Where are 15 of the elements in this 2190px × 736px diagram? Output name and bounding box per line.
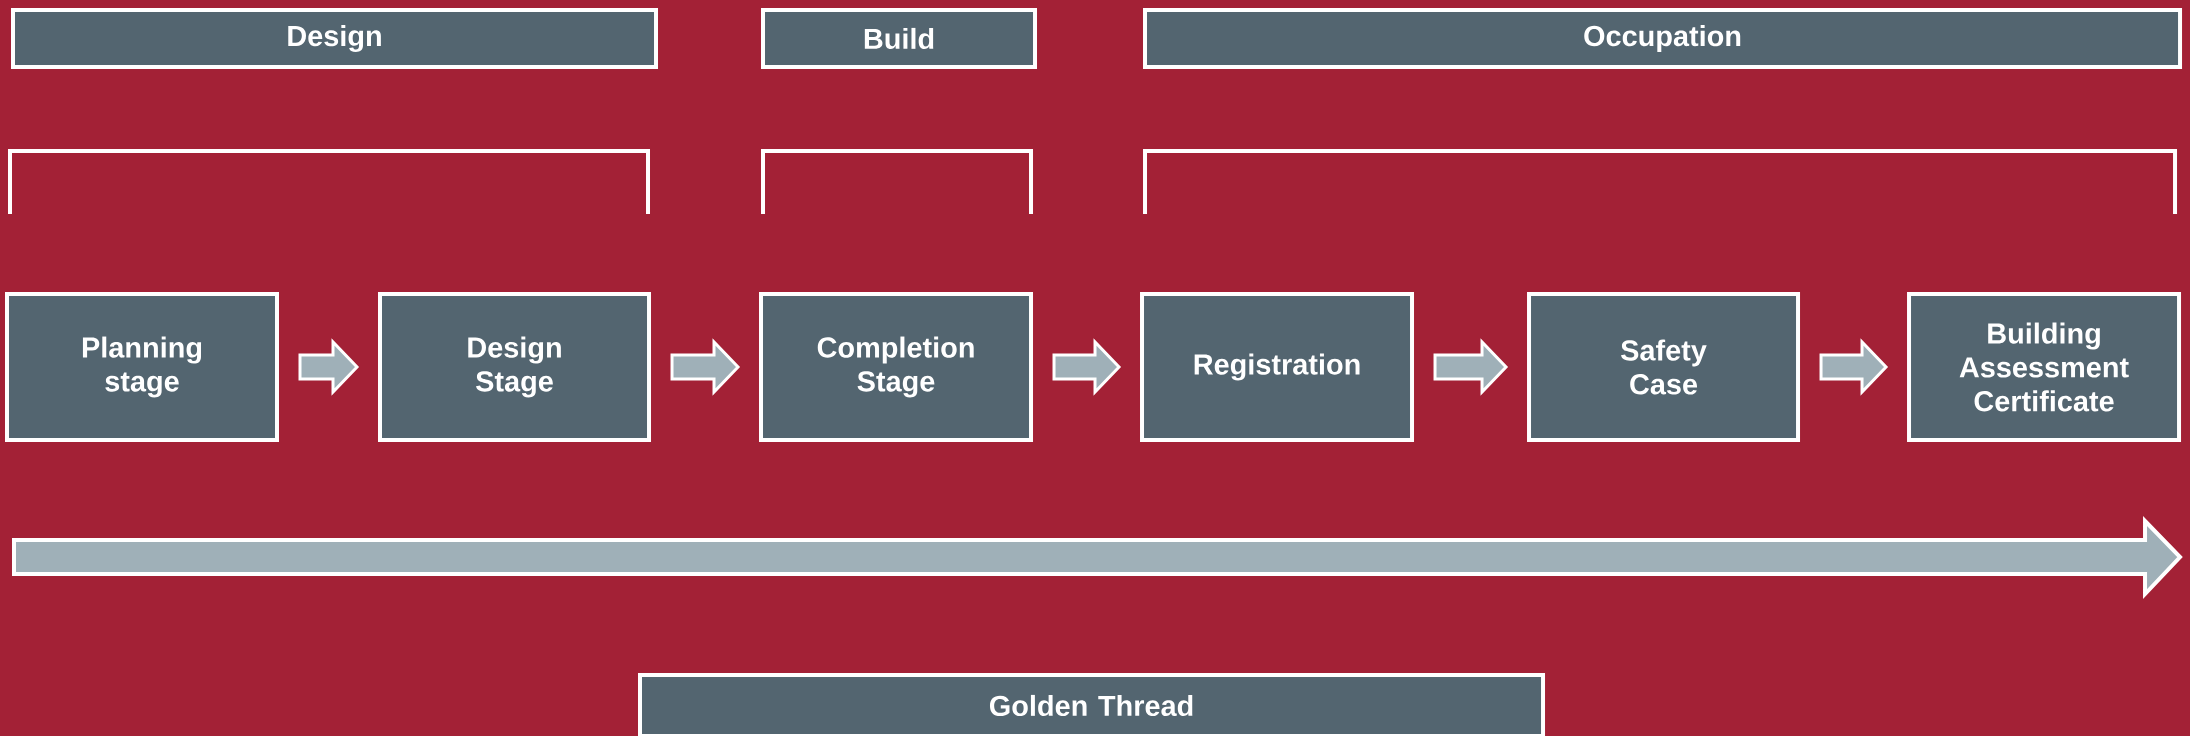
block-arrow <box>298 338 360 396</box>
phase-header: Design <box>11 8 658 69</box>
stage-box: Design Stage <box>378 292 651 442</box>
stage-box: Building Assessment Certificate <box>1907 292 2182 442</box>
stage-box: Safety Case <box>1527 292 1801 442</box>
stage-box: Registration <box>1140 292 1414 442</box>
block-arrow <box>1433 338 1509 396</box>
phase-header: Occupation <box>1143 8 2183 69</box>
stage-box: Planning stage <box>5 292 279 442</box>
block-arrow <box>1819 338 1889 396</box>
stage-box: Completion Stage <box>759 292 1033 442</box>
phase-header: Build <box>761 8 1037 69</box>
block-arrow <box>670 338 741 396</box>
banner-box: Golden Thread <box>638 673 1546 736</box>
block-arrow <box>1052 338 1122 396</box>
